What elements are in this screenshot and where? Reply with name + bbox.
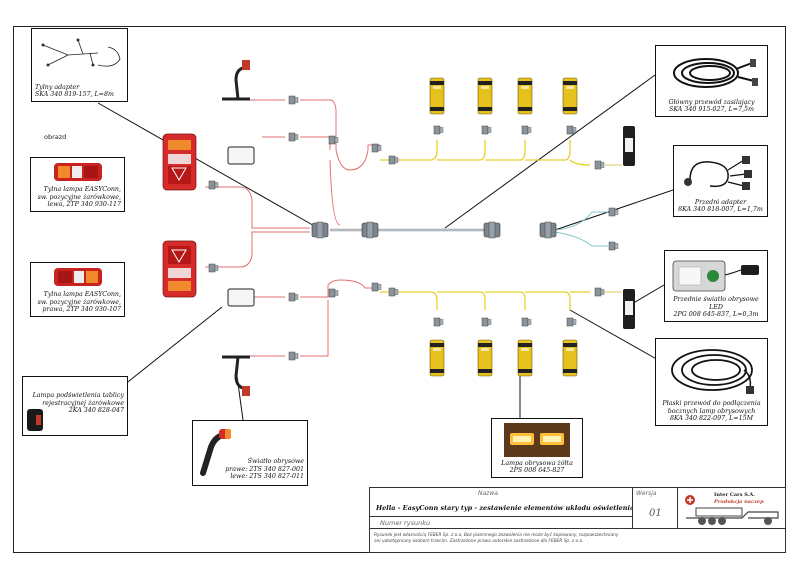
callout-plate-lamp: Lampa podświetlenia tablicy rejestracyjn… <box>22 376 128 436</box>
main-cable-photo <box>673 58 758 88</box>
plate-lamp-line-1: Lampa podświetlenia tablicy <box>32 392 124 400</box>
rear-adapter-line-2: SKA 340 819-157, L=8m <box>35 91 114 99</box>
callout-flat-cable: Płaski przewód do podłączenia bocznych l… <box>655 338 768 426</box>
side-marker-line-1: Lampa obrysowa żółta <box>501 459 573 467</box>
front-adapter-line-2: 8KA 340 818-007, L=1,7m <box>678 206 763 214</box>
leader-lines <box>97 74 674 421</box>
rear-lamp-right-line-3: prawa, 2TP 340 930-107 <box>42 306 121 314</box>
number-caption: Numer rysunku <box>380 519 431 527</box>
callout-outline-marker: Światło obrysowe prawe: 2TS 340 827-001 … <box>192 420 308 486</box>
callout-side-marker: Lampa obrysowa żółta 2PS 008 645-827 <box>491 418 583 478</box>
side-marker-lamps-top <box>429 77 578 135</box>
title-block-version-cell: Wersja 01 <box>632 487 678 529</box>
company-logo <box>685 495 779 525</box>
outline-marker-line-1: Światło obrysowe <box>247 458 304 466</box>
rear-lamp-right-line-1: Tylna lampa EASYConn, <box>43 291 121 299</box>
title-block-name-cell: Nazwa Hella - EasyConn stary typ - zesta… <box>369 487 635 529</box>
flat-cable-photo <box>671 349 754 394</box>
rear-adapter-illustration <box>41 38 121 67</box>
main-cable-line-2: SKA 340 915-027, L=7,5m <box>669 106 754 114</box>
title-block: Nazwa Hella - EasyConn stary typ - zesta… <box>369 487 786 553</box>
callout-rear-lamp-right: Tylna lampa EASYConn, sw. pozycyjne żaró… <box>30 262 125 317</box>
outline-marker-bottom-graphic <box>222 355 250 396</box>
rear-lamp-right-line-2: sw. pozycyjne żarówkowe, <box>37 298 121 306</box>
main-cable-line-1: Główny przewód zasilający <box>668 98 755 106</box>
rear-lamp-left-line-2: sw. pozycyjne żarówkowe, <box>37 193 121 201</box>
flat-cable-line-1: Płaski przewód do podłączenia <box>662 400 761 408</box>
rear-lamp-left-line-3: lewa, 2TP 340 930-117 <box>47 201 121 209</box>
outline-marker-photo <box>200 429 231 476</box>
version-caption: Wersja <box>636 490 657 497</box>
plate-lamp-line-3: 2KA 340 828-047 <box>68 407 124 415</box>
outline-marker-line-2: prawe: 2TS 340 827-001 <box>225 465 304 473</box>
front-led-line-1: Przednie światło obrysowe LED <box>673 296 759 311</box>
side-wiring-yellow <box>380 140 591 310</box>
callout-front-led: Przednie światło obrysowe LED 2PG 008 64… <box>664 250 768 322</box>
callout-main-cable: Główny przewód zasilający SKA 340 915-02… <box>655 45 768 117</box>
side-label: obrazd <box>44 133 67 141</box>
flat-cable-line-2: bocznych lamp obrysowych <box>667 407 756 415</box>
outline-marker-line-3: lewe: 2TS 340 827-011 <box>230 473 304 481</box>
drawing-name: Hella - EasyConn stary typ - zestawienie… <box>376 504 635 512</box>
callout-rear-adapter: Tylny adapter SKA 340 819-157, L=8m <box>31 28 128 102</box>
side-marker-photo <box>504 423 570 457</box>
plate-lamp-bottom-graphic <box>227 288 255 307</box>
plate-lamp-photo <box>27 409 43 431</box>
company-name: Inter Cars S.A. <box>714 492 756 498</box>
front-led-markers <box>594 126 635 329</box>
callout-rear-lamp-left: Tylna lampa EASYConn, sw. pozycyjne żaró… <box>30 157 125 212</box>
version-value: 01 <box>649 508 662 519</box>
callout-front-adapter: Przedni adapter 8KA 340 818-007, L=1,7m <box>673 145 768 217</box>
title-block-logo-cell: Inter Cars S.A. Produkcja naczep <box>677 487 786 529</box>
rear-lamp-right-graphic <box>162 240 197 298</box>
side-marker-line-2: 2PS 008 645-827 <box>509 467 565 475</box>
outline-marker-top-graphic <box>222 60 250 101</box>
notice-line-2: ani udostępniany osobom trzecim. Zastrze… <box>374 539 584 544</box>
front-adapter-photo <box>684 156 752 190</box>
rear-lamp-right-photo <box>54 268 102 286</box>
plate-lamp-line-2: rejestracyjnej żarówkowe <box>42 399 124 407</box>
title-block-notice-cell: Rysunek jest własnością FEBER Sp. z o.o.… <box>369 528 786 553</box>
notice-line-1: Rysunek jest własnością FEBER Sp. z o.o.… <box>374 533 619 538</box>
plate-lamp-top-graphic <box>227 146 255 165</box>
rear-lamp-left-line-1: Tylna lampa EASYConn, <box>43 186 121 194</box>
name-caption: Nazwa <box>478 490 498 497</box>
rear-lamp-left-graphic <box>162 133 197 191</box>
rear-lamp-left-photo <box>54 163 102 181</box>
rear-adapter-line-1: Tylny adapter <box>35 83 80 91</box>
side-marker-lamps-bottom <box>429 317 578 377</box>
flat-cable-line-3: 8KA 340 822-097, L=15M <box>669 415 754 423</box>
front-adapter-line-1: Przedni adapter <box>694 198 747 206</box>
front-led-photo <box>672 260 759 292</box>
front-led-line-2: 2PG 008 645-837, L=0,3m <box>673 311 759 319</box>
company-sub: Produkcja naczep <box>714 499 764 505</box>
